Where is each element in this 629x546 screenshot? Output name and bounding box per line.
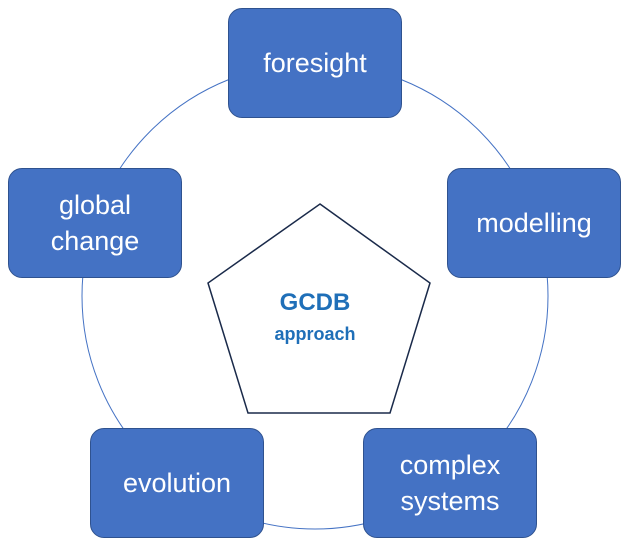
node-label: modelling (476, 208, 592, 238)
node-label: evolution (122, 468, 232, 498)
node-label: global change (50, 190, 140, 256)
center-title: GCDB (279, 289, 351, 316)
node-complex-systems: complex systems (363, 428, 537, 538)
node-label: complex systems (399, 450, 501, 516)
node-modelling: modelling (447, 168, 621, 278)
center-pentagon (207, 203, 431, 414)
node-label: foresight (263, 48, 367, 78)
node-global-change: global change (8, 168, 182, 278)
node-evolution: evolution (90, 428, 264, 538)
node-foresight: foresight (228, 8, 402, 118)
center-label: GCDB approach (230, 285, 400, 347)
center-subtitle: approach (274, 324, 356, 344)
